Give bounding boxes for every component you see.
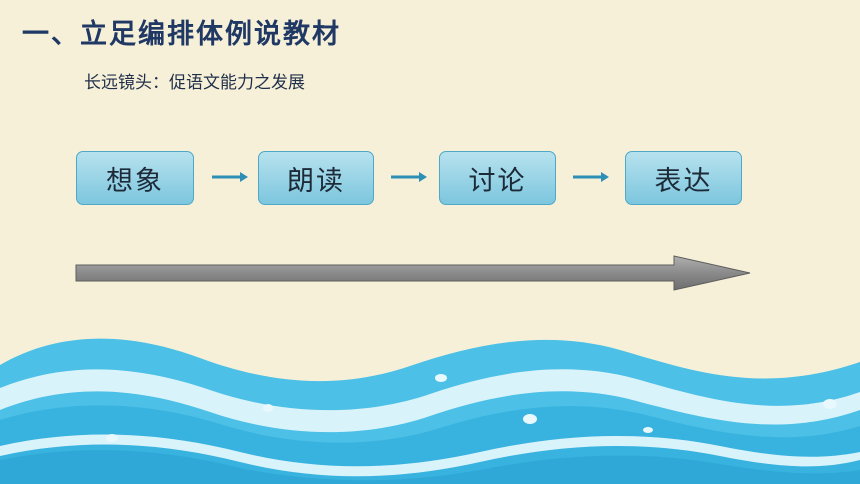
- step-box-read-aloud: 朗读: [258, 151, 374, 205]
- slide-subtitle: 长远镜头：促语文能力之发展: [84, 73, 305, 93]
- slide-title: 一、立足编排体例说教材: [22, 19, 341, 50]
- step-box-discuss: 讨论: [439, 151, 556, 205]
- progress-arrow: [75, 255, 751, 291]
- step-box-imagine: 想象: [76, 151, 194, 205]
- flow-arrow-3: [573, 172, 609, 182]
- ocean-waves-decoration: [0, 338, 860, 484]
- flow-arrow-2: [391, 172, 427, 182]
- step-box-express: 表达: [625, 151, 742, 205]
- flow-arrow-1: [212, 172, 248, 182]
